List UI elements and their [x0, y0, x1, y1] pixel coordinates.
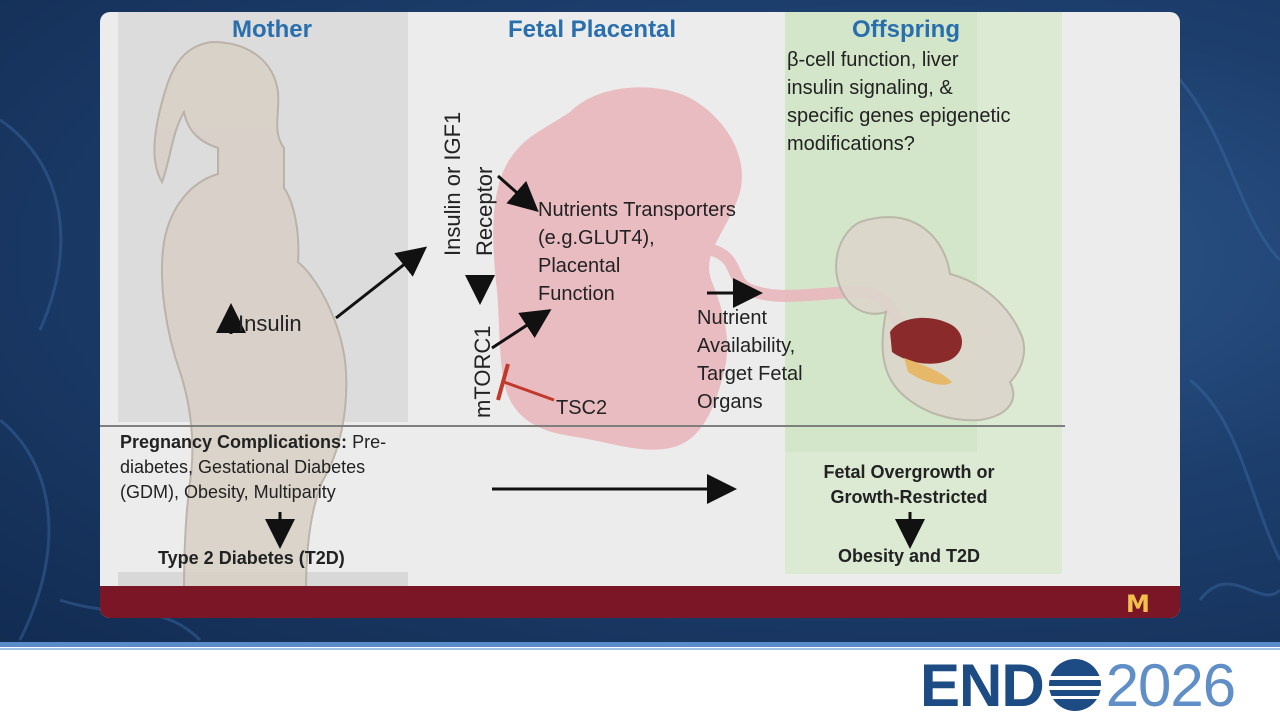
mother-outcome: Type 2 Diabetes (T2D) [158, 548, 345, 568]
transporters-label: Nutrients Transporters (e.g.GLUT4), Plac… [538, 199, 736, 305]
arrow-receptor-to-transporters [497, 174, 539, 212]
tsc2-label: TSC2 [556, 397, 608, 419]
complications-body: Pre- diabetes, Gestational Diabetes (GDM… [120, 432, 387, 502]
inhibition-line-tsc2 [503, 380, 555, 402]
receptor-label-line1: Insulin or IGF1 [440, 111, 465, 256]
illustration-layer [153, 40, 1026, 591]
endo-year-text: 2026 [1105, 651, 1236, 719]
receptor-label-line2: Receptor [472, 166, 497, 256]
mtorc1-label: mTORC1 [470, 325, 495, 419]
globe-icon [1048, 659, 1101, 711]
pancreas-icon [904, 358, 952, 385]
slide-card: Mother Fetal Placental Offspring Insulin… [100, 12, 1180, 618]
complications-text: Pregnancy Complications: Pre- diabetes, … [120, 430, 386, 505]
complications-heading: Pregnancy Complications: [120, 432, 348, 452]
arrow-mtorc1-to-function [491, 309, 552, 350]
endo-logo-text: END [920, 651, 1045, 719]
horizontal-divider [100, 425, 1065, 427]
liver-icon [890, 317, 962, 364]
arrow-mother-to-receptor [335, 246, 428, 320]
maroon-footer-bar [100, 586, 1180, 618]
offspring-question: β-cell function, liver insulin signaling… [787, 49, 1011, 155]
footer-stripe-light [0, 648, 1280, 650]
placenta-shape [493, 87, 742, 450]
footer-stripe [0, 642, 1280, 647]
nutrient-label: Nutrient Availability, Target Fetal Orga… [697, 307, 803, 413]
inhibition-bar-tsc2 [496, 363, 510, 401]
offspring-growth: Fetal Overgrowth or Growth-Restricted [823, 462, 995, 507]
header-fetal-placental: Fetal Placental [508, 16, 677, 43]
pregnant-woman-silhouette [153, 40, 348, 591]
offspring-outcome: Obesity and T2D [837, 546, 981, 566]
header-mother: Mother [232, 16, 312, 43]
university-logo: M [1126, 590, 1150, 618]
insulin-label: Insulin [238, 311, 302, 336]
header-offspring: Offspring [852, 16, 960, 43]
endo-logo: END 2026 [920, 651, 1236, 719]
